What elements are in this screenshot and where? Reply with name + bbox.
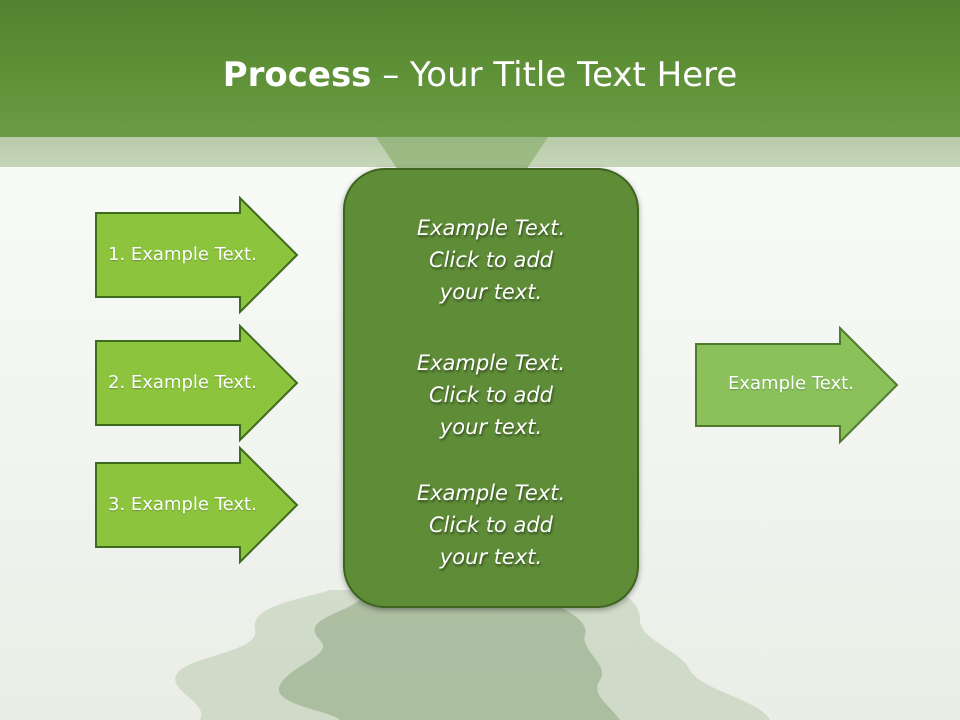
- water-reflection-dark: [278, 600, 620, 720]
- center-block-3-line-1: Example Text.: [416, 481, 566, 505]
- title-rest-part: – Your Title Text Here: [371, 55, 738, 95]
- center-text-block-2[interactable]: Example Text. Click to add your text.: [343, 347, 639, 443]
- arrow-label-1[interactable]: 1. Example Text.: [108, 244, 257, 265]
- arrow-shape-1: [95, 195, 299, 315]
- center-block-3-line-2: Click to add: [428, 513, 553, 537]
- center-text-block-1[interactable]: Example Text. Click to add your text.: [343, 212, 639, 308]
- water-reflection: [175, 590, 770, 720]
- arrow-label-3[interactable]: 3. Example Text.: [108, 494, 257, 515]
- funnel-shape: [376, 137, 548, 176]
- title-bold-part: Process: [222, 55, 372, 95]
- arrow-shape-2: [95, 323, 299, 443]
- right-arrow-label[interactable]: Example Text.: [728, 373, 854, 394]
- center-block-2-line-3: your text.: [439, 415, 543, 439]
- center-rounded-box[interactable]: [343, 168, 639, 608]
- center-block-1-line-1: Example Text.: [416, 216, 566, 240]
- center-block-2-line-1: Example Text.: [416, 351, 566, 375]
- arrow-shape-3: [95, 445, 299, 565]
- center-block-1-line-3: your text.: [439, 280, 543, 304]
- title-bar: [0, 0, 960, 137]
- center-block-1-line-2: Click to add: [428, 248, 553, 272]
- arrow-label-2[interactable]: 2. Example Text.: [108, 372, 257, 393]
- center-block-2-line-2: Click to add: [428, 383, 553, 407]
- center-block-3-line-3: your text.: [439, 545, 543, 569]
- slide-title[interactable]: Process – Your Title Text Here: [0, 50, 960, 100]
- arrow-shape-right: [695, 325, 899, 445]
- center-text-block-3[interactable]: Example Text. Click to add your text.: [343, 477, 639, 573]
